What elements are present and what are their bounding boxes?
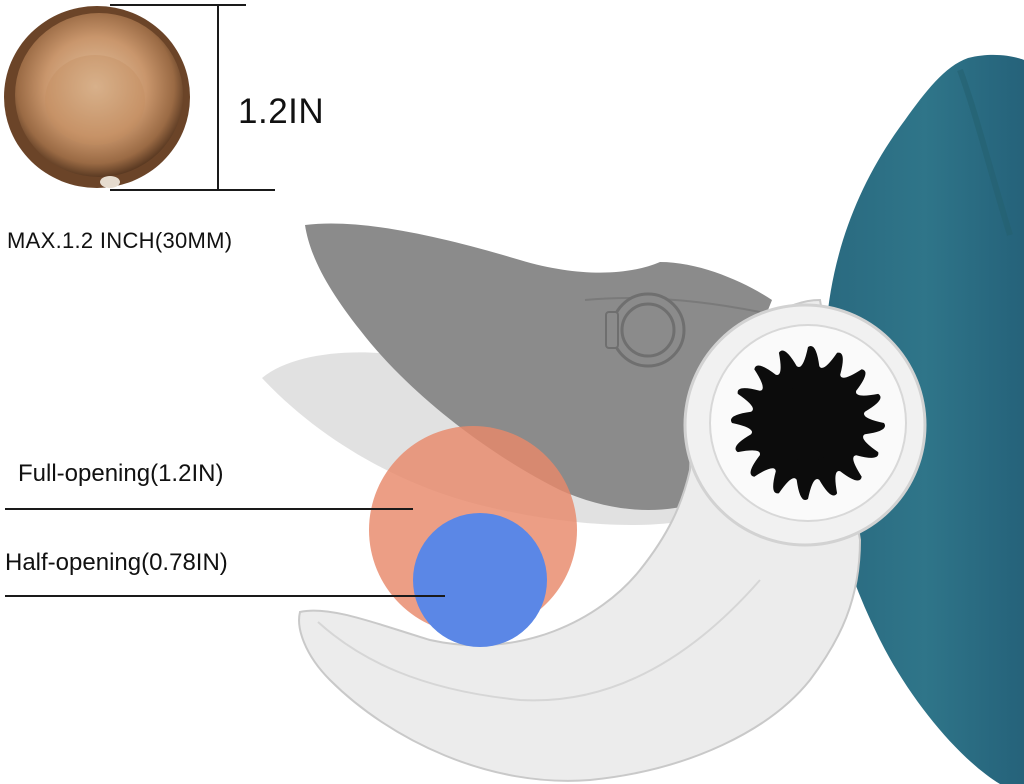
branch-cross-section-icon (4, 6, 190, 188)
half-opening-circle (413, 513, 547, 647)
half-opening-label: Half-opening(0.78IN) (5, 549, 228, 576)
lower-blade-inner-edge (317, 579, 761, 702)
full-opening-label: Full-opening(1.2IN) (18, 460, 224, 487)
dimension-value-label: 1.2IN (238, 92, 325, 131)
handle-ridge (957, 68, 1013, 236)
dimension-bracket (110, 4, 275, 191)
max-cut-label: MAX.1.2 INCH(30MM) (7, 228, 233, 253)
pivot-nut (605, 292, 686, 368)
blade-edge-line (584, 297, 761, 313)
gear-hub-icon (683, 303, 927, 547)
